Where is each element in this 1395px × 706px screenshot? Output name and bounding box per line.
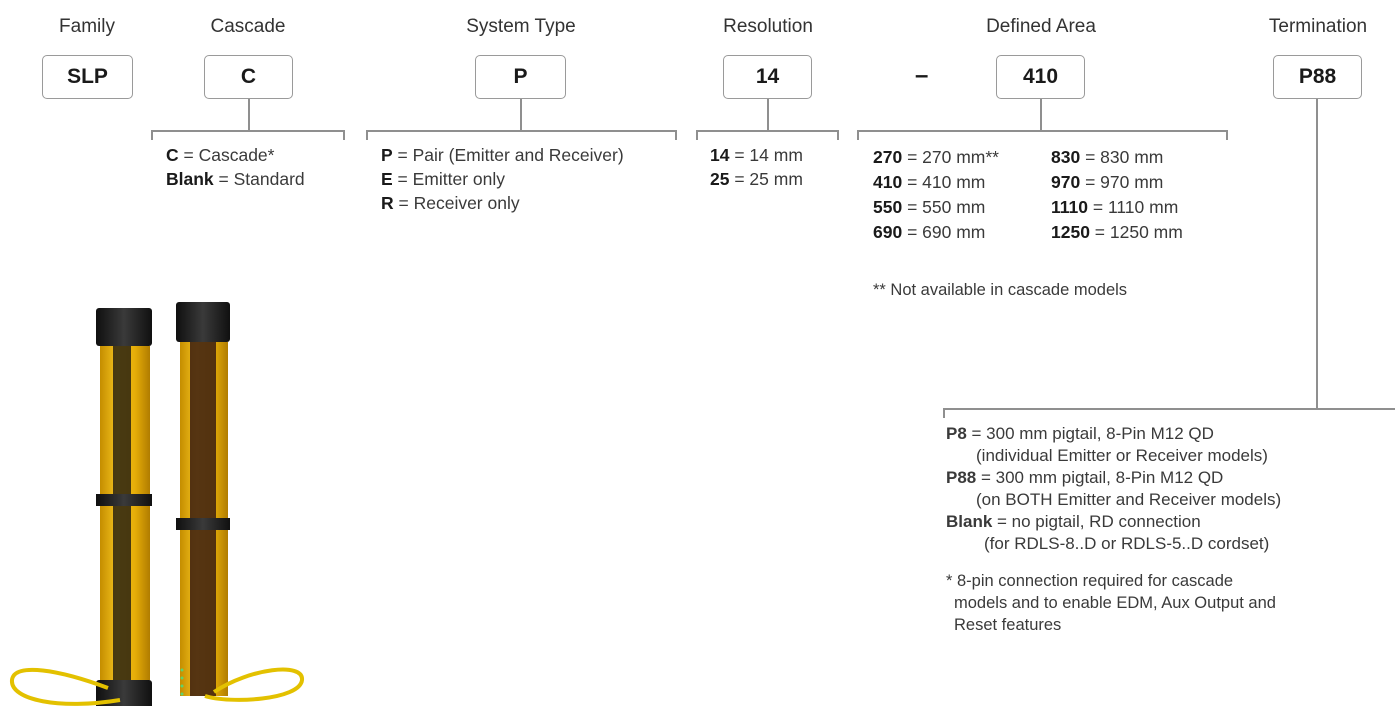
termination-note-line: Reset features xyxy=(954,616,1062,634)
connector-area-tick-left xyxy=(857,130,859,140)
box-termination: P88 xyxy=(1273,55,1362,99)
defined-area-option: 970 = 970 mm xyxy=(1051,172,1164,192)
defined-area-option: 1250 = 1250 mm xyxy=(1051,222,1183,242)
termination-note: * 8-pin connection required for cascade … xyxy=(946,570,1276,636)
defined-area-option: 550 = 550 mm xyxy=(873,197,986,217)
connector-resolution-tick-left xyxy=(696,130,698,140)
defined-area-options-right: 830 = 830 mm 970 = 970 mm 1110 = 1110 mm… xyxy=(1051,145,1183,245)
termination-option-detail: (for RDLS-8..D or RDLS-5..D cordset) xyxy=(984,534,1270,553)
defined-area-option: 410 = 410 mm xyxy=(873,172,986,192)
connector-resolution-bracket xyxy=(696,130,839,132)
connector-cascade-tick-left xyxy=(151,130,153,140)
box-cascade: C xyxy=(204,55,293,99)
termination-note-line: * 8-pin connection required for cascade xyxy=(946,572,1234,590)
connector-area-stem xyxy=(1040,99,1042,130)
receiver-unit xyxy=(176,302,230,696)
connector-resolution-stem xyxy=(767,99,769,130)
connector-termination-bracket xyxy=(943,408,1395,410)
connector-cascade-tick-right xyxy=(343,130,345,140)
cascade-options: C = Cascade* Blank = Standard xyxy=(166,143,305,191)
defined-area-option: 1110 = 1110 mm xyxy=(1051,197,1179,217)
connector-resolution-tick-right xyxy=(837,130,839,140)
pigtail-cable xyxy=(10,667,121,706)
cascade-option: Blank = Standard xyxy=(166,169,305,189)
header-termination: Termination xyxy=(1268,16,1368,37)
termination-option: Blank = no pigtail, RD connection xyxy=(946,512,1201,531)
termination-option: P88 = 300 mm pigtail, 8-Pin M12 QD xyxy=(946,468,1224,487)
emitter-unit xyxy=(96,308,152,706)
header-resolution: Resolution xyxy=(723,16,813,37)
product-photo xyxy=(10,302,304,706)
defined-area-option: 830 = 830 mm xyxy=(1051,147,1164,167)
pigtail-cable xyxy=(204,667,304,702)
box-family: SLP xyxy=(42,55,133,99)
connector-area-tick-right xyxy=(1226,130,1228,140)
termination-option-detail: (on BOTH Emitter and Receiver models) xyxy=(976,490,1282,509)
connector-system-stem xyxy=(520,99,522,130)
connector-system-bracket xyxy=(366,130,677,132)
box-system-type: P xyxy=(475,55,566,99)
box-defined-area: 410 xyxy=(996,55,1085,99)
header-system-type: System Type xyxy=(466,16,576,37)
connector-termination-tick-left xyxy=(943,408,945,418)
resolution-option: 25 = 25 mm xyxy=(710,169,803,189)
resolution-options: 14 = 14 mm 25 = 25 mm xyxy=(710,143,803,191)
system-type-option: E = Emitter only xyxy=(381,169,506,189)
termination-note-line: models and to enable EDM, Aux Output and xyxy=(954,594,1276,612)
system-type-options: P = Pair (Emitter and Receiver) E = Emit… xyxy=(381,143,624,215)
connector-area-bracket xyxy=(857,130,1228,132)
termination-option-detail: (individual Emitter or Receiver models) xyxy=(976,446,1268,465)
defined-area-option: 270 = 270 mm** xyxy=(873,147,999,167)
box-resolution: 14 xyxy=(723,55,812,99)
header-family: Family xyxy=(59,16,115,37)
separator-dash: – xyxy=(915,62,929,89)
system-type-option: R = Receiver only xyxy=(381,193,520,213)
defined-area-option: 690 = 690 mm xyxy=(873,222,986,242)
defined-area-note: ** Not available in cascade models xyxy=(873,281,1128,299)
connector-cascade-stem xyxy=(248,99,250,130)
system-type-option: P = Pair (Emitter and Receiver) xyxy=(381,145,624,165)
cascade-option: C = Cascade* xyxy=(166,145,275,165)
termination-options: P8 = 300 mm pigtail, 8-Pin M12 QD (indiv… xyxy=(946,423,1281,555)
connector-cascade-bracket xyxy=(151,130,345,132)
connector-system-tick-left xyxy=(366,130,368,140)
resolution-option: 14 = 14 mm xyxy=(710,145,803,165)
header-cascade: Cascade xyxy=(210,16,286,37)
termination-option: P8 = 300 mm pigtail, 8-Pin M12 QD xyxy=(946,424,1214,443)
connector-system-tick-right xyxy=(675,130,677,140)
header-defined-area: Defined Area xyxy=(986,16,1096,37)
connector-termination-stem xyxy=(1316,99,1318,408)
defined-area-options-left: 270 = 270 mm** 410 = 410 mm 550 = 550 mm… xyxy=(873,145,999,245)
